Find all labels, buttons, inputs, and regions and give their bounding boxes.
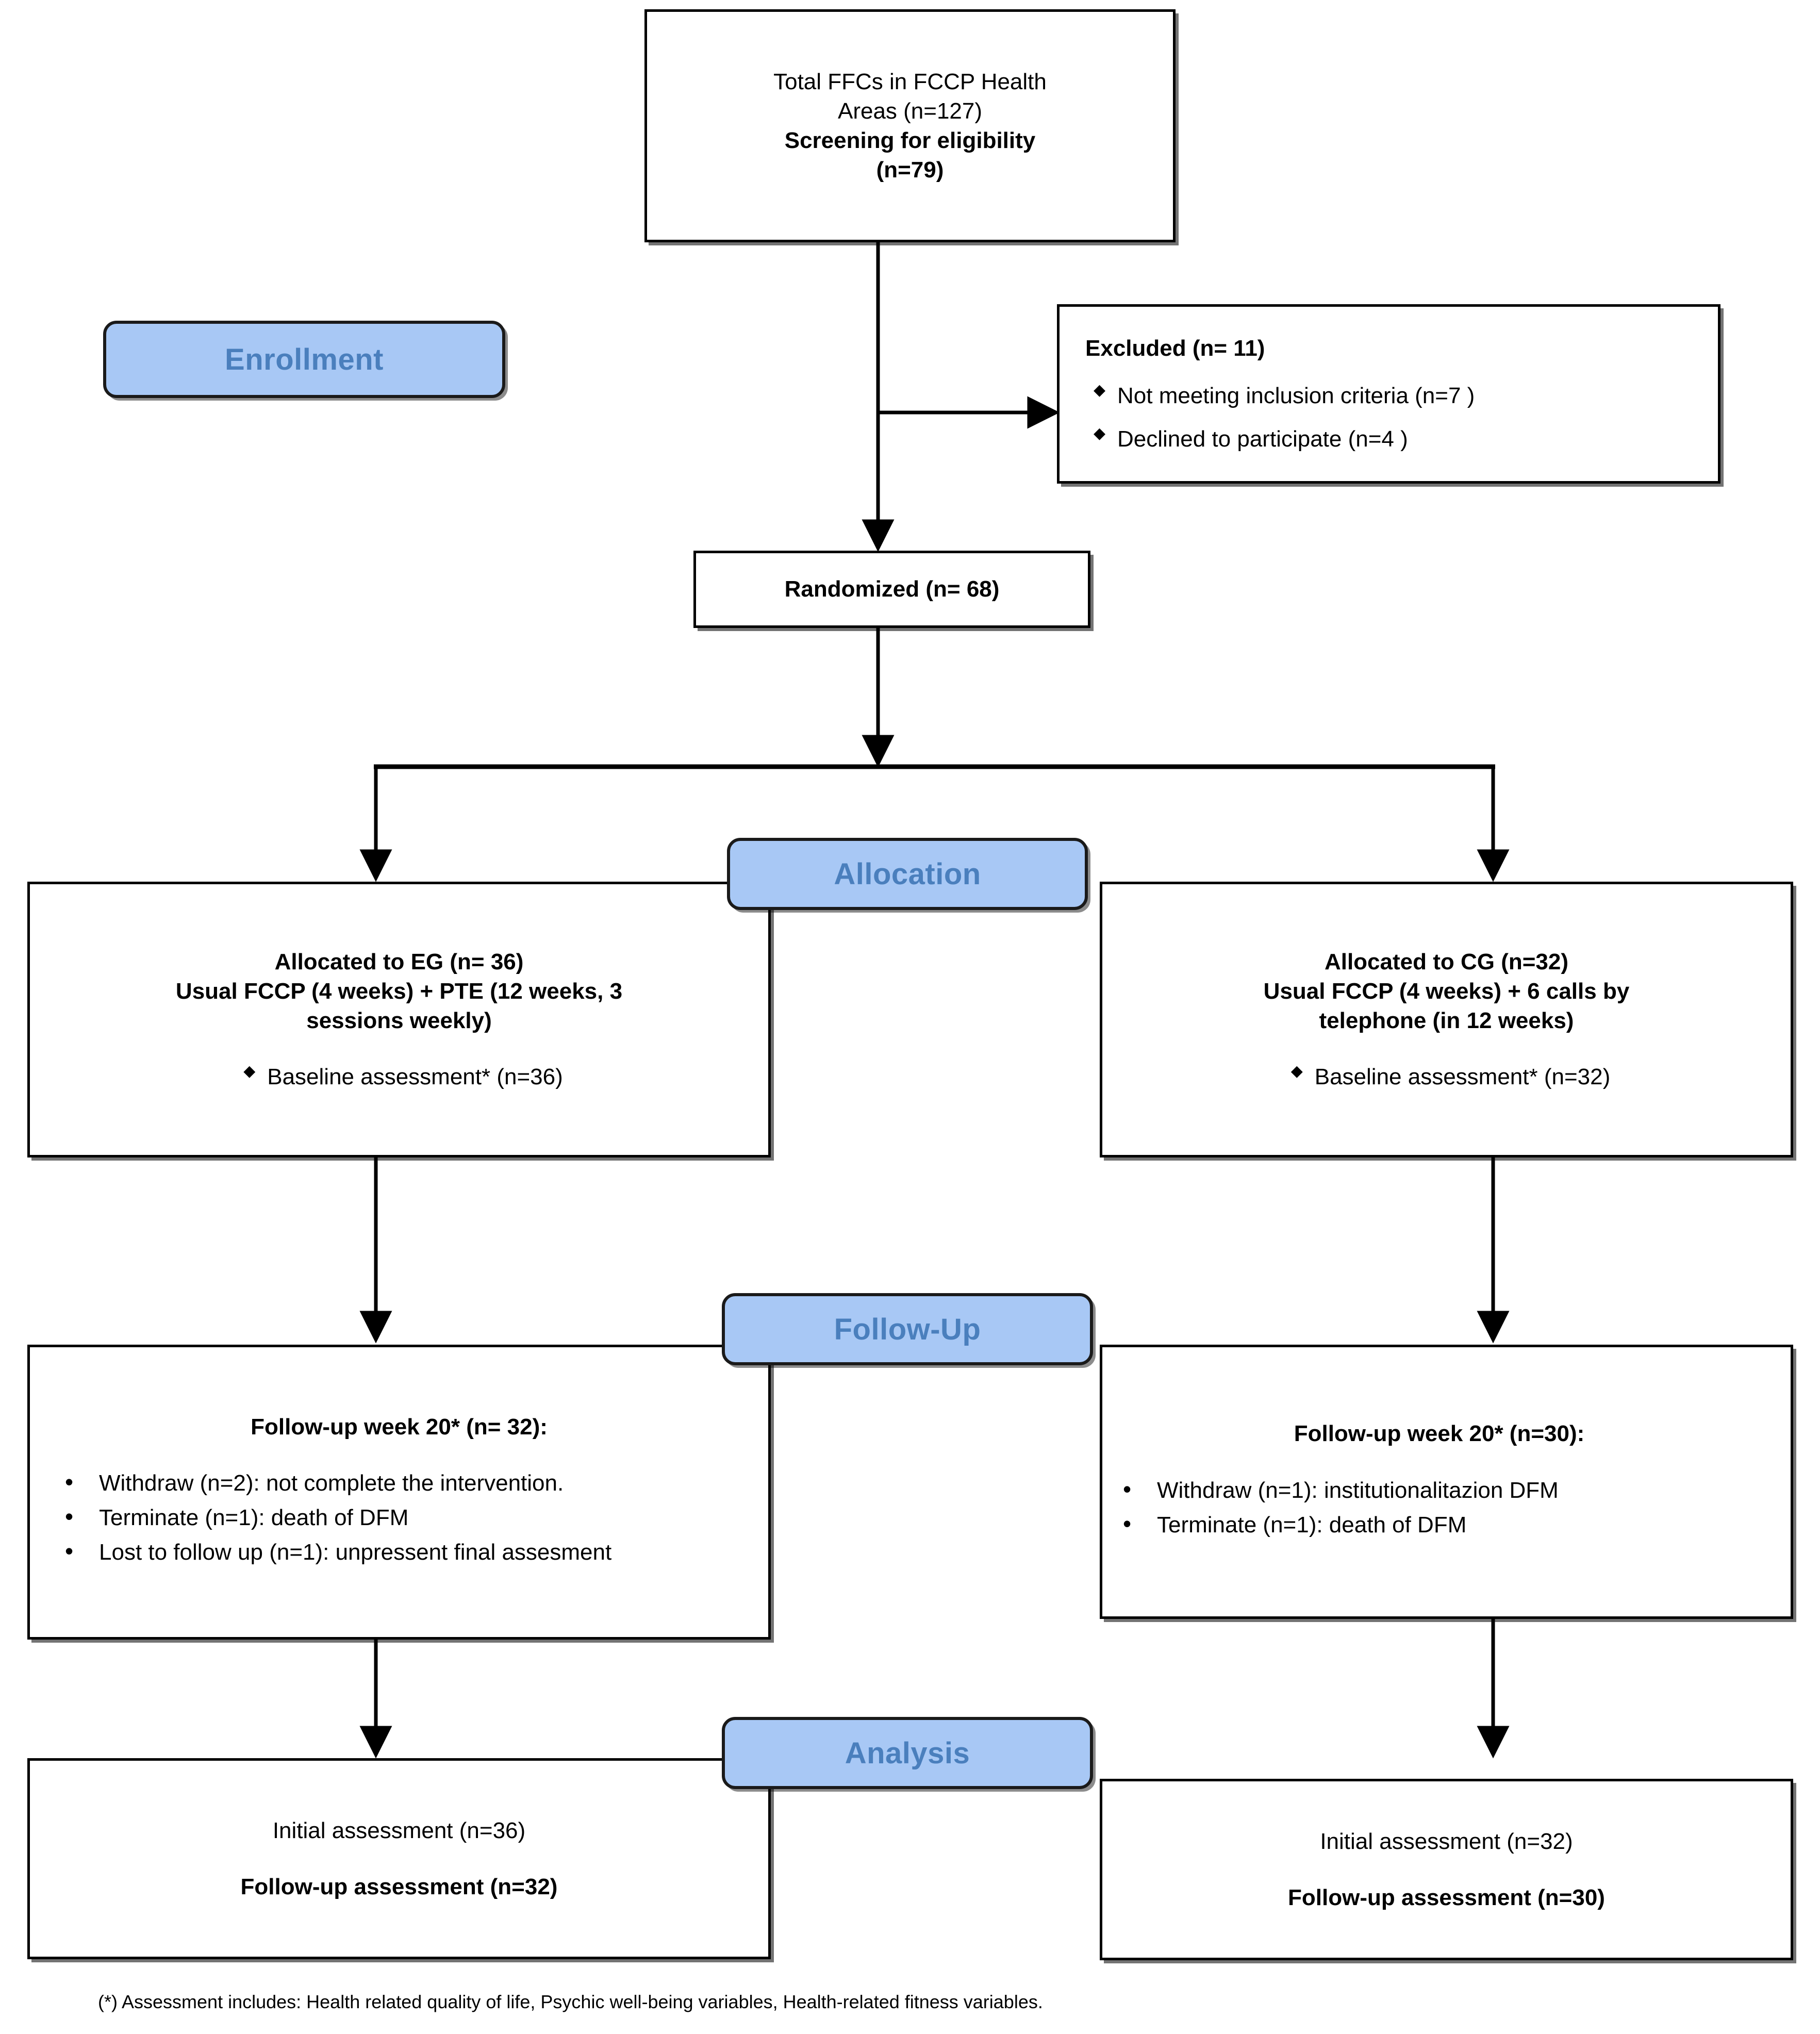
- allocation-box-right: Allocated to CG (n=32) Usual FCCP (4 wee…: [1100, 882, 1793, 1157]
- excluded-item-2: Declined to participate (n=4 ): [1085, 423, 1698, 454]
- stage-label-allocation: Allocation: [727, 838, 1088, 910]
- allocation-right-line-1: Allocated to CG (n=32): [1324, 949, 1569, 974]
- allocation-left-spacer: [49, 1035, 749, 1062]
- allocation-left-list: Baseline assessment* (n=36): [235, 1061, 563, 1092]
- allocation-box-left: Allocated to EG (n= 36) Usual FCCP (4 we…: [27, 882, 771, 1157]
- followup-left-item-1: Withdraw (n=2): not complete the interve…: [49, 1466, 749, 1499]
- followup-right-list: Withdraw (n=1): institutionalitazion DFM…: [1107, 1474, 1771, 1541]
- screening-box: Total FFCs in FCCP Health Areas (n=127) …: [644, 9, 1176, 242]
- excluded-item-1: Not meeting inclusion criteria (n=7 ): [1085, 380, 1698, 411]
- analysis-left-line-1: Initial assessment (n=36): [272, 1817, 526, 1843]
- analysis-box-left: Initial assessment (n=36) Follow-up asse…: [27, 1758, 771, 1959]
- allocation-left-line-1: Allocated to EG (n= 36): [274, 949, 524, 974]
- analysis-left-line-2: Follow-up assessment (n=32): [240, 1874, 558, 1899]
- stage-label-followup: Follow-Up: [722, 1293, 1093, 1365]
- allocation-left-line-2: Usual FCCP (4 weeks) + PTE (12 weeks, 3: [175, 978, 623, 1004]
- followup-box-right: Follow-up week 20* (n=30): Withdraw (n=1…: [1100, 1345, 1793, 1619]
- allocation-right-line-2: Usual FCCP (4 weeks) + 6 calls by: [1263, 978, 1630, 1004]
- screening-line-2: Areas (n=127): [837, 98, 983, 124]
- stage-label-analysis-text: Analysis: [845, 1736, 970, 1770]
- allocation-right-item-1: Baseline assessment* (n=32): [1283, 1061, 1611, 1092]
- screening-line-3: Screening for eligibility: [784, 128, 1036, 153]
- followup-left-item-3: Lost to follow up (n=1): unpressent fina…: [49, 1535, 749, 1568]
- analysis-left-spacer: [49, 1845, 749, 1872]
- followup-right-item-1: Withdraw (n=1): institutionalitazion DFM: [1107, 1474, 1771, 1506]
- allocation-right-list: Baseline assessment* (n=32): [1283, 1061, 1611, 1092]
- excluded-box: Excluded (n= 11) Not meeting inclusion c…: [1057, 304, 1720, 484]
- followup-right-spacer: [1107, 1449, 1771, 1476]
- stage-label-followup-text: Follow-Up: [834, 1312, 981, 1346]
- analysis-right-spacer: [1122, 1856, 1771, 1883]
- followup-left-list: Withdraw (n=2): not complete the interve…: [49, 1466, 749, 1568]
- screening-line-1: Total FFCs in FCCP Health: [773, 69, 1047, 94]
- randomized-label: Randomized (n= 68): [784, 576, 1000, 602]
- followup-box-left: Follow-up week 20* (n= 32): Withdraw (n=…: [27, 1345, 771, 1640]
- analysis-box-right: Initial assessment (n=32) Follow-up asse…: [1100, 1779, 1793, 1960]
- followup-left-spacer: [49, 1442, 749, 1468]
- stage-label-enrollment: Enrollment: [103, 321, 505, 398]
- allocation-right-line-3: telephone (in 12 weeks): [1319, 1008, 1574, 1034]
- analysis-right-line-2: Follow-up assessment (n=30): [1288, 1885, 1605, 1910]
- analysis-right-line-1: Initial assessment (n=32): [1320, 1828, 1573, 1854]
- followup-right-heading: Follow-up week 20* (n=30):: [1294, 1421, 1585, 1447]
- followup-left-heading: Follow-up week 20* (n= 32):: [251, 1414, 548, 1440]
- stage-label-analysis: Analysis: [722, 1717, 1093, 1789]
- allocation-right-spacer: [1122, 1035, 1771, 1062]
- excluded-spacer: [1085, 363, 1698, 381]
- allocation-left-line-3: sessions weekly): [306, 1008, 492, 1034]
- excluded-heading: Excluded (n= 11): [1085, 336, 1265, 361]
- stage-label-enrollment-text: Enrollment: [225, 342, 384, 376]
- followup-left-item-2: Terminate (n=1): death of DFM: [49, 1501, 749, 1533]
- excluded-list: Not meeting inclusion criteria (n=7 ) De…: [1085, 380, 1698, 454]
- assessment-footnote: (*) Assessment includes: Health related …: [98, 1991, 1043, 2012]
- stage-label-allocation-text: Allocation: [834, 857, 981, 891]
- randomized-box: Randomized (n= 68): [693, 551, 1090, 628]
- allocation-left-item-1: Baseline assessment* (n=36): [235, 1061, 563, 1092]
- followup-right-item-2: Terminate (n=1): death of DFM: [1107, 1508, 1771, 1541]
- screening-line-4: (n=79): [876, 157, 944, 183]
